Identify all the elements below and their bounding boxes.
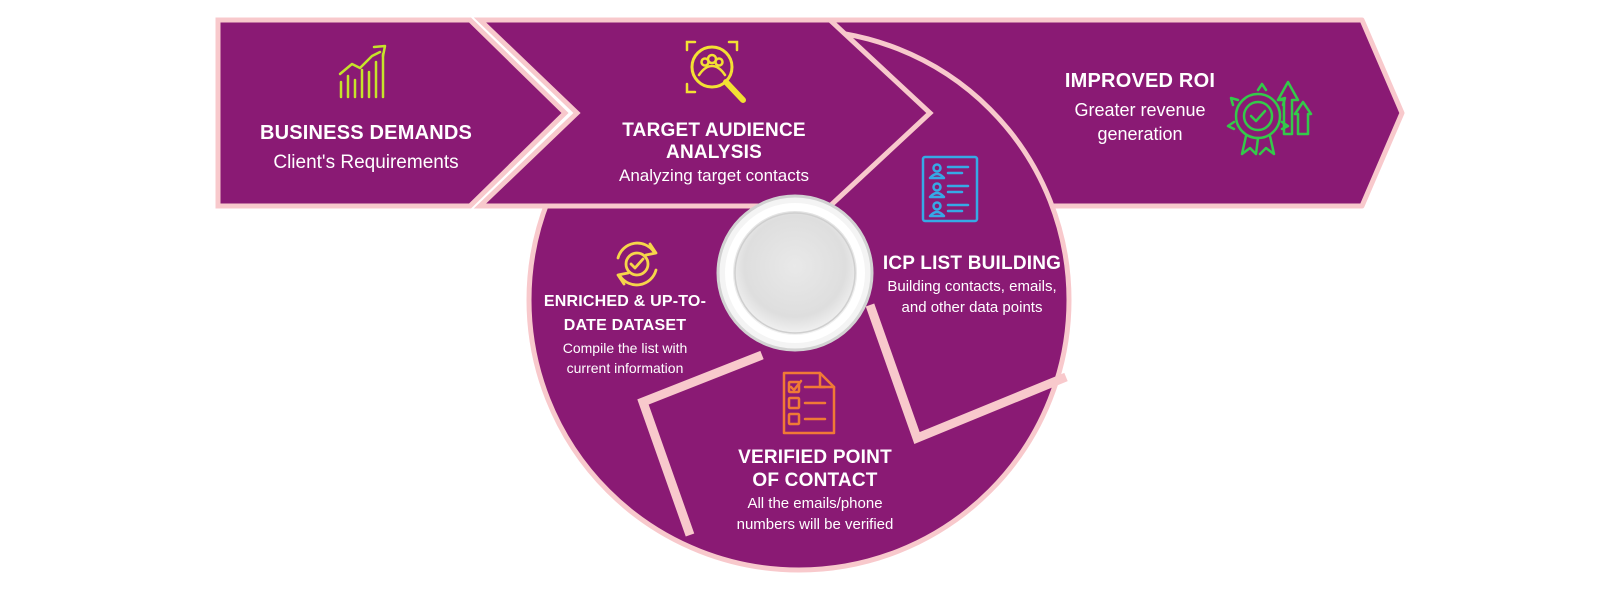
improved-roi-subtitle-line1: Greater revenue xyxy=(1074,100,1206,120)
verified-contact-title-line2: OF CONTACT xyxy=(752,470,878,491)
enriched-dataset-title: ENRICHED & UP-TO- DATE DATASET xyxy=(535,290,715,338)
disc-divider-right xyxy=(865,303,1068,444)
refresh-check-icon xyxy=(616,241,658,287)
target-audience-subtitle: Analyzing target contacts xyxy=(619,166,809,185)
verified-contact-title-line1: VERIFIED POINT xyxy=(738,447,892,468)
enriched-dataset-subtitle-line1: Compile the list with xyxy=(562,340,688,356)
icp-list-subtitle-line2: and other data points xyxy=(901,299,1043,316)
business-demands-subtitle: Client's Requirements xyxy=(273,152,459,173)
contact-list-icon xyxy=(921,155,979,223)
verified-contact-subtitle-line1: All the emails/phone xyxy=(747,495,883,512)
enriched-dataset-title-line1: ENRICHED & UP-TO- xyxy=(543,293,707,310)
bar-chart-growth-icon xyxy=(338,44,387,99)
target-audience-title-line1: TARGET AUDIENCE xyxy=(622,120,806,141)
target-audience-title-line2: ANALYSIS xyxy=(666,142,762,163)
disc-divider-left xyxy=(637,350,764,537)
checklist-document-icon xyxy=(782,371,836,435)
icp-list-subtitle-line1: Building contacts, emails, xyxy=(887,278,1057,295)
verified-contact-subtitle-line2: numbers will be verified xyxy=(736,516,894,533)
audience-magnifier-icon xyxy=(685,40,746,103)
target-audience-title: TARGET AUDIENCE ANALYSIS xyxy=(584,120,844,164)
icp-list-subtitle: Building contacts, emails, and other dat… xyxy=(862,276,1082,318)
gear-check-growth-icon xyxy=(1226,80,1313,156)
icp-list-title: ICP LIST BUILDING xyxy=(882,253,1062,274)
improved-roi-subtitle-line2: generation xyxy=(1097,124,1183,144)
enriched-dataset-subtitle-line2: current information xyxy=(566,360,684,376)
enriched-dataset-subtitle: Compile the list with current informatio… xyxy=(535,338,715,378)
verified-contact-subtitle: All the emails/phone numbers will be ver… xyxy=(695,493,935,535)
business-demands-arrow xyxy=(215,17,569,209)
business-demands-title: BUSINESS DEMANDS xyxy=(259,122,473,144)
improved-roi-subtitle: Greater revenue generation xyxy=(1040,98,1240,146)
enriched-dataset-title-line2: DATE DATASET xyxy=(563,317,687,334)
center-hub xyxy=(716,194,874,352)
improved-roi-title: IMPROVED ROI xyxy=(1064,70,1216,92)
verified-contact-title: VERIFIED POINT OF CONTACT xyxy=(705,446,925,492)
